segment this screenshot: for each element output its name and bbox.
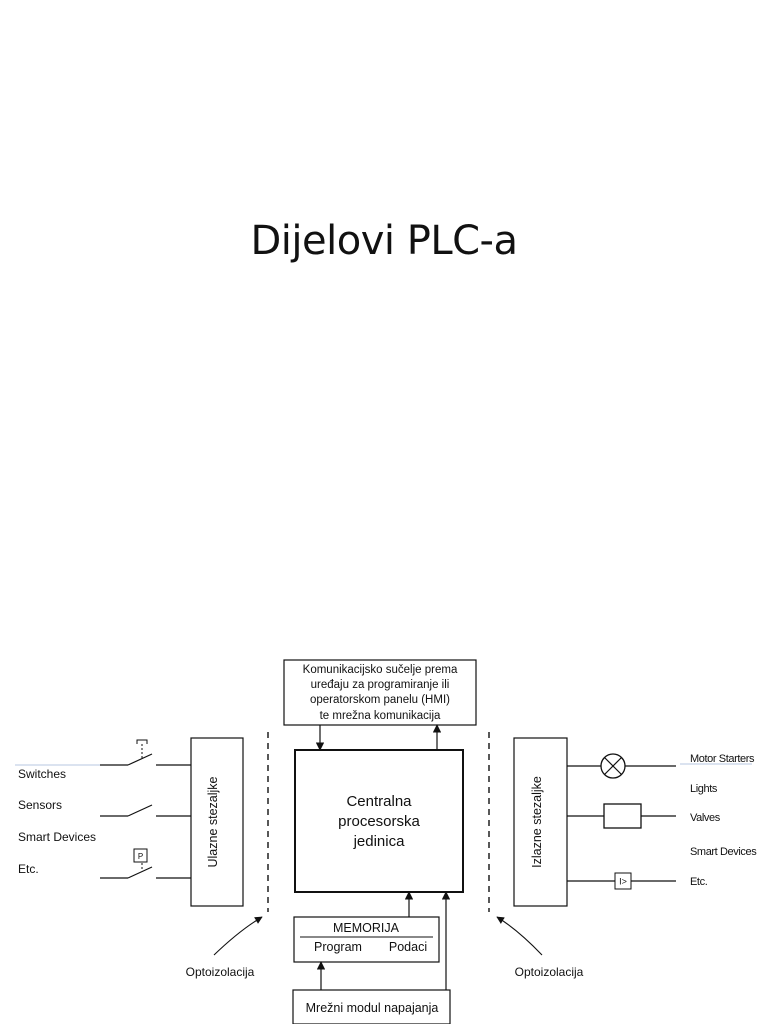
cpu-line-1: Centralna: [346, 793, 412, 810]
power-module-label: Mrežni modul napajanja: [306, 1001, 439, 1015]
comm-line-1: Komunikacijsko sučelje prema: [303, 664, 458, 676]
memory-box: MEMORIJA Program Podaci: [293, 916, 440, 963]
cpu-line-3: jedinica: [353, 833, 406, 850]
pressure-symbol-label: P: [138, 852, 143, 861]
opto-label-right: Optoizolacija: [515, 965, 584, 979]
valve-icon: [603, 803, 642, 829]
output-label-motor-starters: Motor Starters: [690, 753, 755, 765]
opto-right-arrow: [496, 916, 543, 956]
input-terminal-label: Ulazne stezaljke: [206, 776, 220, 867]
comm-line-3: operatorskom panelu (HMI): [310, 694, 450, 706]
comm-line-4: te mrežna komunikacija: [320, 710, 441, 722]
lamp-icon: [600, 753, 626, 779]
communication-interface-box: Komunikacijsko sučelje prema uređaju za …: [283, 659, 477, 726]
memory-program: Program: [314, 940, 362, 954]
output-terminal-label: Izlazne stezaljke: [530, 776, 544, 868]
memory-title: MEMORIJA: [333, 921, 400, 935]
input-label-etc: Etc.: [18, 862, 39, 876]
cpu-box: Centralna procesorska jedinica: [294, 749, 464, 893]
output-terminal-box: Izlazne stezaljke: [513, 737, 568, 907]
overcurrent-symbol-label: I>: [619, 877, 627, 887]
memory-data: Podaci: [389, 940, 427, 954]
overcurrent-relay-icon: [614, 872, 632, 890]
comm-line-2: uređaju za programiranje ili: [311, 679, 450, 691]
input-label-smart-devices: Smart Devices: [18, 830, 96, 844]
output-label-lights: Lights: [690, 783, 718, 795]
plc-block-diagram: Komunikacijsko sučelje prema uređaju za …: [15, 659, 758, 1024]
input-label-switches: Switches: [18, 767, 66, 781]
input-terminal-box: Ulazne stezaljke: [190, 737, 244, 907]
power-module-box: Mrežni modul napajanja: [292, 989, 451, 1024]
input-label-sensors: Sensors: [18, 798, 62, 812]
output-label-valves: Valves: [690, 812, 721, 824]
output-label-smart-devices: Smart Devices: [690, 846, 757, 858]
opto-left-arrow: [213, 916, 263, 956]
output-label-etc: Etc.: [690, 876, 708, 888]
output-wiring: [567, 763, 752, 882]
opto-label-left: Optoizolacija: [186, 965, 255, 979]
cpu-line-2: procesorska: [338, 813, 420, 830]
slide-title: Dijelovi PLC-a: [250, 218, 518, 264]
input-wiring: [15, 739, 191, 879]
